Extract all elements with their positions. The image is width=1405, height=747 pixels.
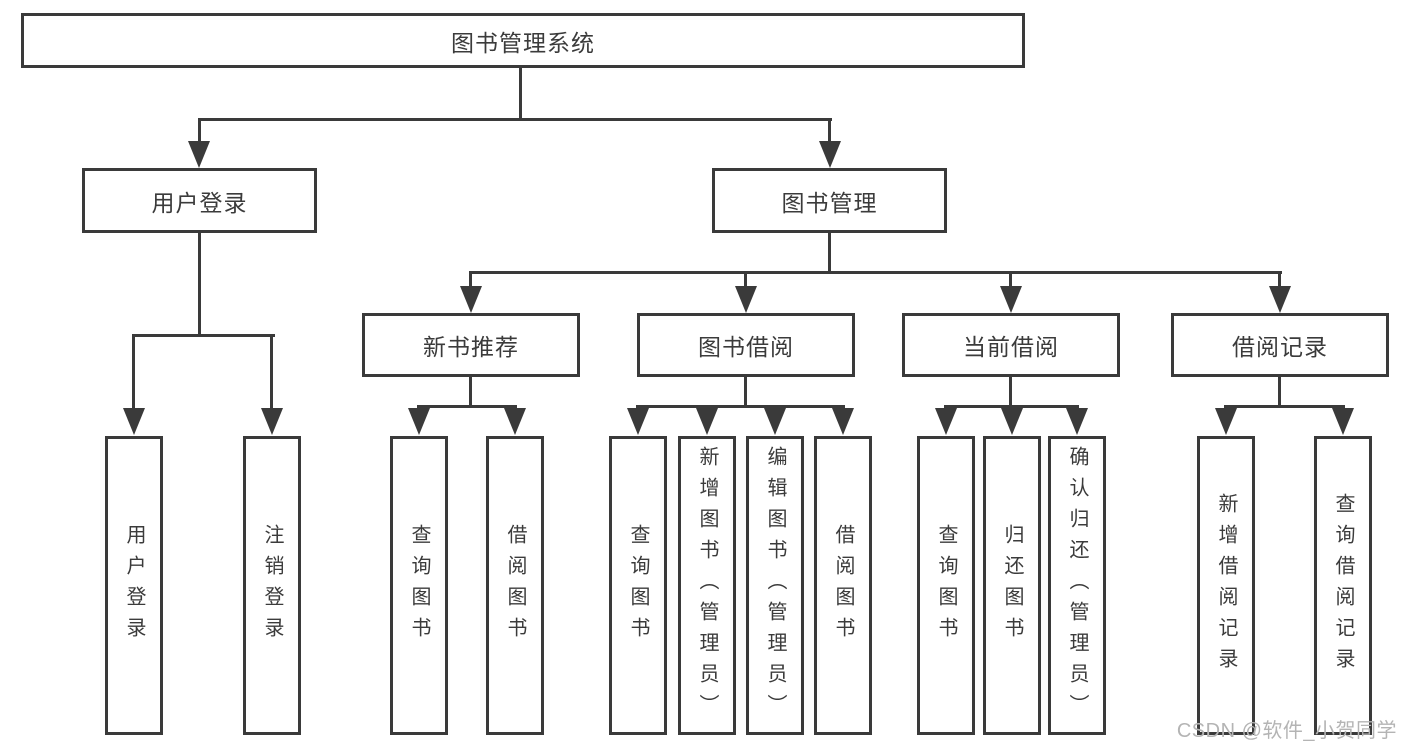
leaf-recommend-borrow-books-label: 借阅图书 [504,523,526,648]
leaf-recommend-borrow-books: 借阅图书 [486,436,544,735]
connector-line [132,337,135,412]
leaf-current-query-books: 查询图书 [917,436,975,735]
leaf-user-login: 用户登录 [105,436,163,735]
connector-line [198,118,832,121]
node-book-management: 图书管理 [712,168,947,233]
leaf-logout: 注销登录 [243,436,301,735]
connector-line [1224,405,1345,408]
connector-arrowhead [735,286,757,313]
connector-arrowhead [1001,408,1023,435]
connector-line [1278,274,1281,288]
connector-arrowhead [627,408,649,435]
connector-arrowhead [1332,408,1354,435]
connector-arrowhead [460,286,482,313]
connector-arrowhead [819,141,841,168]
leaf-user-login-label: 用户登录 [123,523,145,648]
node-new-book-recommend: 新书推荐 [362,313,580,377]
connector-arrowhead [935,408,957,435]
leaf-borrow-books: 借阅图书 [814,436,872,735]
connector-arrowhead [188,141,210,168]
connector-arrowhead [764,408,786,435]
connector-line [132,334,275,337]
connector-line [744,274,747,288]
leaf-edit-books-admin: 编辑图书（管理员） [746,436,804,735]
connector-line [519,68,522,121]
connector-line [198,121,201,145]
connector-arrowhead [123,408,145,435]
connector-arrowhead [261,408,283,435]
connector-line [1009,274,1012,288]
leaf-add-books-admin-label: 新增图书（管理员） [696,446,718,725]
connector-arrowhead [504,408,526,435]
node-new-book-recommend-label: 新书推荐 [423,334,519,360]
connector-line [469,274,472,288]
node-user-login: 用户登录 [82,168,317,233]
node-book-management-label: 图书管理 [781,189,878,216]
node-borrow-record-label: 借阅记录 [1232,334,1328,360]
leaf-borrow-books-label: 借阅图书 [832,523,854,648]
connector-line [198,233,201,336]
node-current-borrow: 当前借阅 [902,313,1120,377]
node-user-login-label: 用户登录 [151,189,248,216]
leaf-return-books: 归还图书 [983,436,1041,735]
leaf-confirm-return-admin: 确认归还（管理员） [1048,436,1106,735]
node-borrow-record: 借阅记录 [1171,313,1389,377]
connector-arrowhead [1066,408,1088,435]
connector-line [469,377,472,408]
leaf-add-borrow-record-label: 新增借阅记录 [1215,492,1237,679]
connector-line [469,271,1282,274]
leaf-borrow-query-books: 查询图书 [609,436,667,735]
node-book-borrow: 图书借阅 [637,313,855,377]
connector-line [636,405,845,408]
node-book-borrow-label: 图书借阅 [698,334,794,360]
leaf-recommend-query-books: 查询图书 [390,436,448,735]
connector-line [944,405,1079,408]
leaf-add-books-admin: 新增图书（管理员） [678,436,736,735]
node-current-borrow-label: 当前借阅 [963,334,1059,360]
connector-line [744,377,747,408]
connector-arrowhead [832,408,854,435]
leaf-add-borrow-record: 新增借阅记录 [1197,436,1255,735]
leaf-query-borrow-record: 查询借阅记录 [1314,436,1372,735]
connector-arrowhead [1215,408,1237,435]
connector-line [828,121,831,145]
leaf-query-borrow-record-label: 查询借阅记录 [1332,492,1354,679]
connector-arrowhead [408,408,430,435]
leaf-current-query-books-label: 查询图书 [935,523,957,648]
connector-line [1278,377,1281,408]
node-root-label: 图书管理系统 [451,29,595,56]
node-root: 图书管理系统 [21,13,1025,68]
leaf-recommend-query-books-label: 查询图书 [408,523,430,648]
connector-line [828,233,831,274]
connector-arrowhead [1269,286,1291,313]
leaf-return-books-label: 归还图书 [1001,523,1023,648]
connector-arrowhead [696,408,718,435]
leaf-borrow-query-books-label: 查询图书 [627,523,649,648]
leaf-confirm-return-admin-label: 确认归还（管理员） [1066,446,1088,725]
leaf-logout-label: 注销登录 [261,523,283,648]
leaf-edit-books-admin-label: 编辑图书（管理员） [764,446,786,725]
connector-line [417,405,517,408]
connector-line [270,337,273,412]
watermark: CSDN @软件_小贺同学 [1176,720,1397,742]
connector-line [1009,377,1012,408]
connector-arrowhead [1000,286,1022,313]
